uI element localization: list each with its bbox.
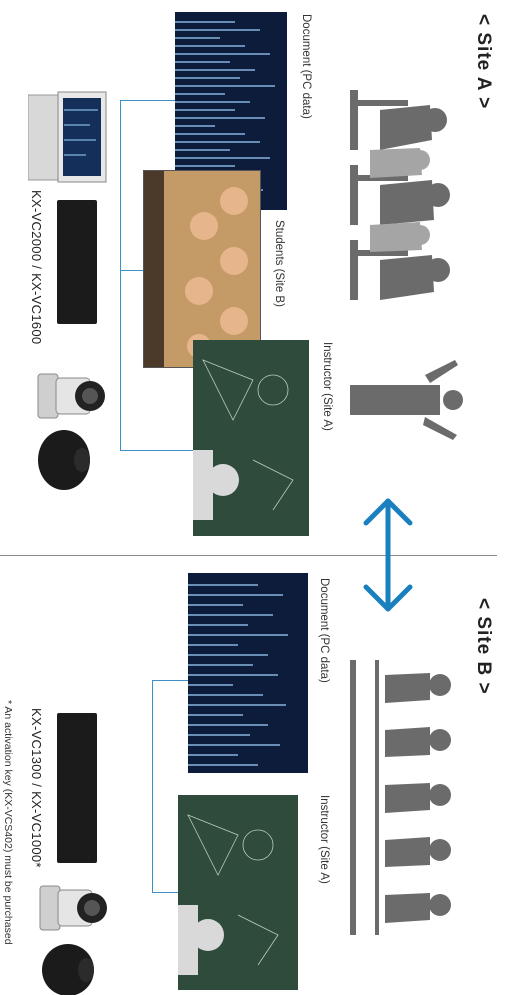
site-a-microphone (36, 428, 92, 492)
site-a-connector-instructor (120, 450, 193, 451)
site-b-device-label: KX-VC1300 / KX-VC1000* (29, 708, 44, 868)
site-b-title: < Site B > (472, 598, 494, 695)
document-chart-graphic (188, 573, 308, 773)
site-a-connector-students (120, 270, 143, 271)
bidirectional-arrow-icon (360, 495, 416, 615)
site-b-connector-instructor (152, 892, 178, 893)
site-a-connector-document (120, 100, 175, 101)
site-a-title: < Site A > (472, 14, 494, 109)
site-b-connector-document (152, 680, 188, 681)
site-a-connector-vertical (120, 100, 121, 450)
instructor-board-graphic (178, 795, 298, 990)
site-a-codec-unit (57, 200, 97, 324)
site-a-students-label: Students (Site B) (273, 220, 285, 307)
instructor-board-graphic (193, 340, 309, 536)
site-b-instructor-screen (178, 795, 298, 990)
site-a-device-label: KX-VC2000 / KX-VC1600 (29, 190, 44, 344)
site-a-document-label: Document (PC data) (300, 14, 312, 119)
site-divider (0, 555, 497, 556)
site-b-microphone (40, 940, 96, 995)
site-b-codec-unit (57, 713, 97, 863)
site-a-laptop (28, 90, 108, 185)
site-b-audience-silhouette (345, 655, 465, 940)
site-a-students-screen (143, 170, 261, 368)
footnote: * An activation key (KX-VCS402) must be … (2, 700, 14, 945)
site-a-instructor-silhouette (345, 355, 465, 445)
site-b-instructor-label: Instructor (Site A) (318, 795, 330, 884)
site-a-instructor-label: Instructor (Site A) (321, 342, 333, 431)
site-b-connector-vertical (152, 680, 153, 892)
site-a-camera (36, 368, 108, 424)
site-a-instructor-screen (193, 340, 309, 536)
students-photo-graphic (144, 171, 260, 367)
site-a-audience-silhouette (340, 80, 460, 310)
site-b-document-screen (188, 573, 308, 773)
site-b-document-label: Document (PC data) (318, 578, 330, 683)
site-b-camera (38, 880, 110, 936)
